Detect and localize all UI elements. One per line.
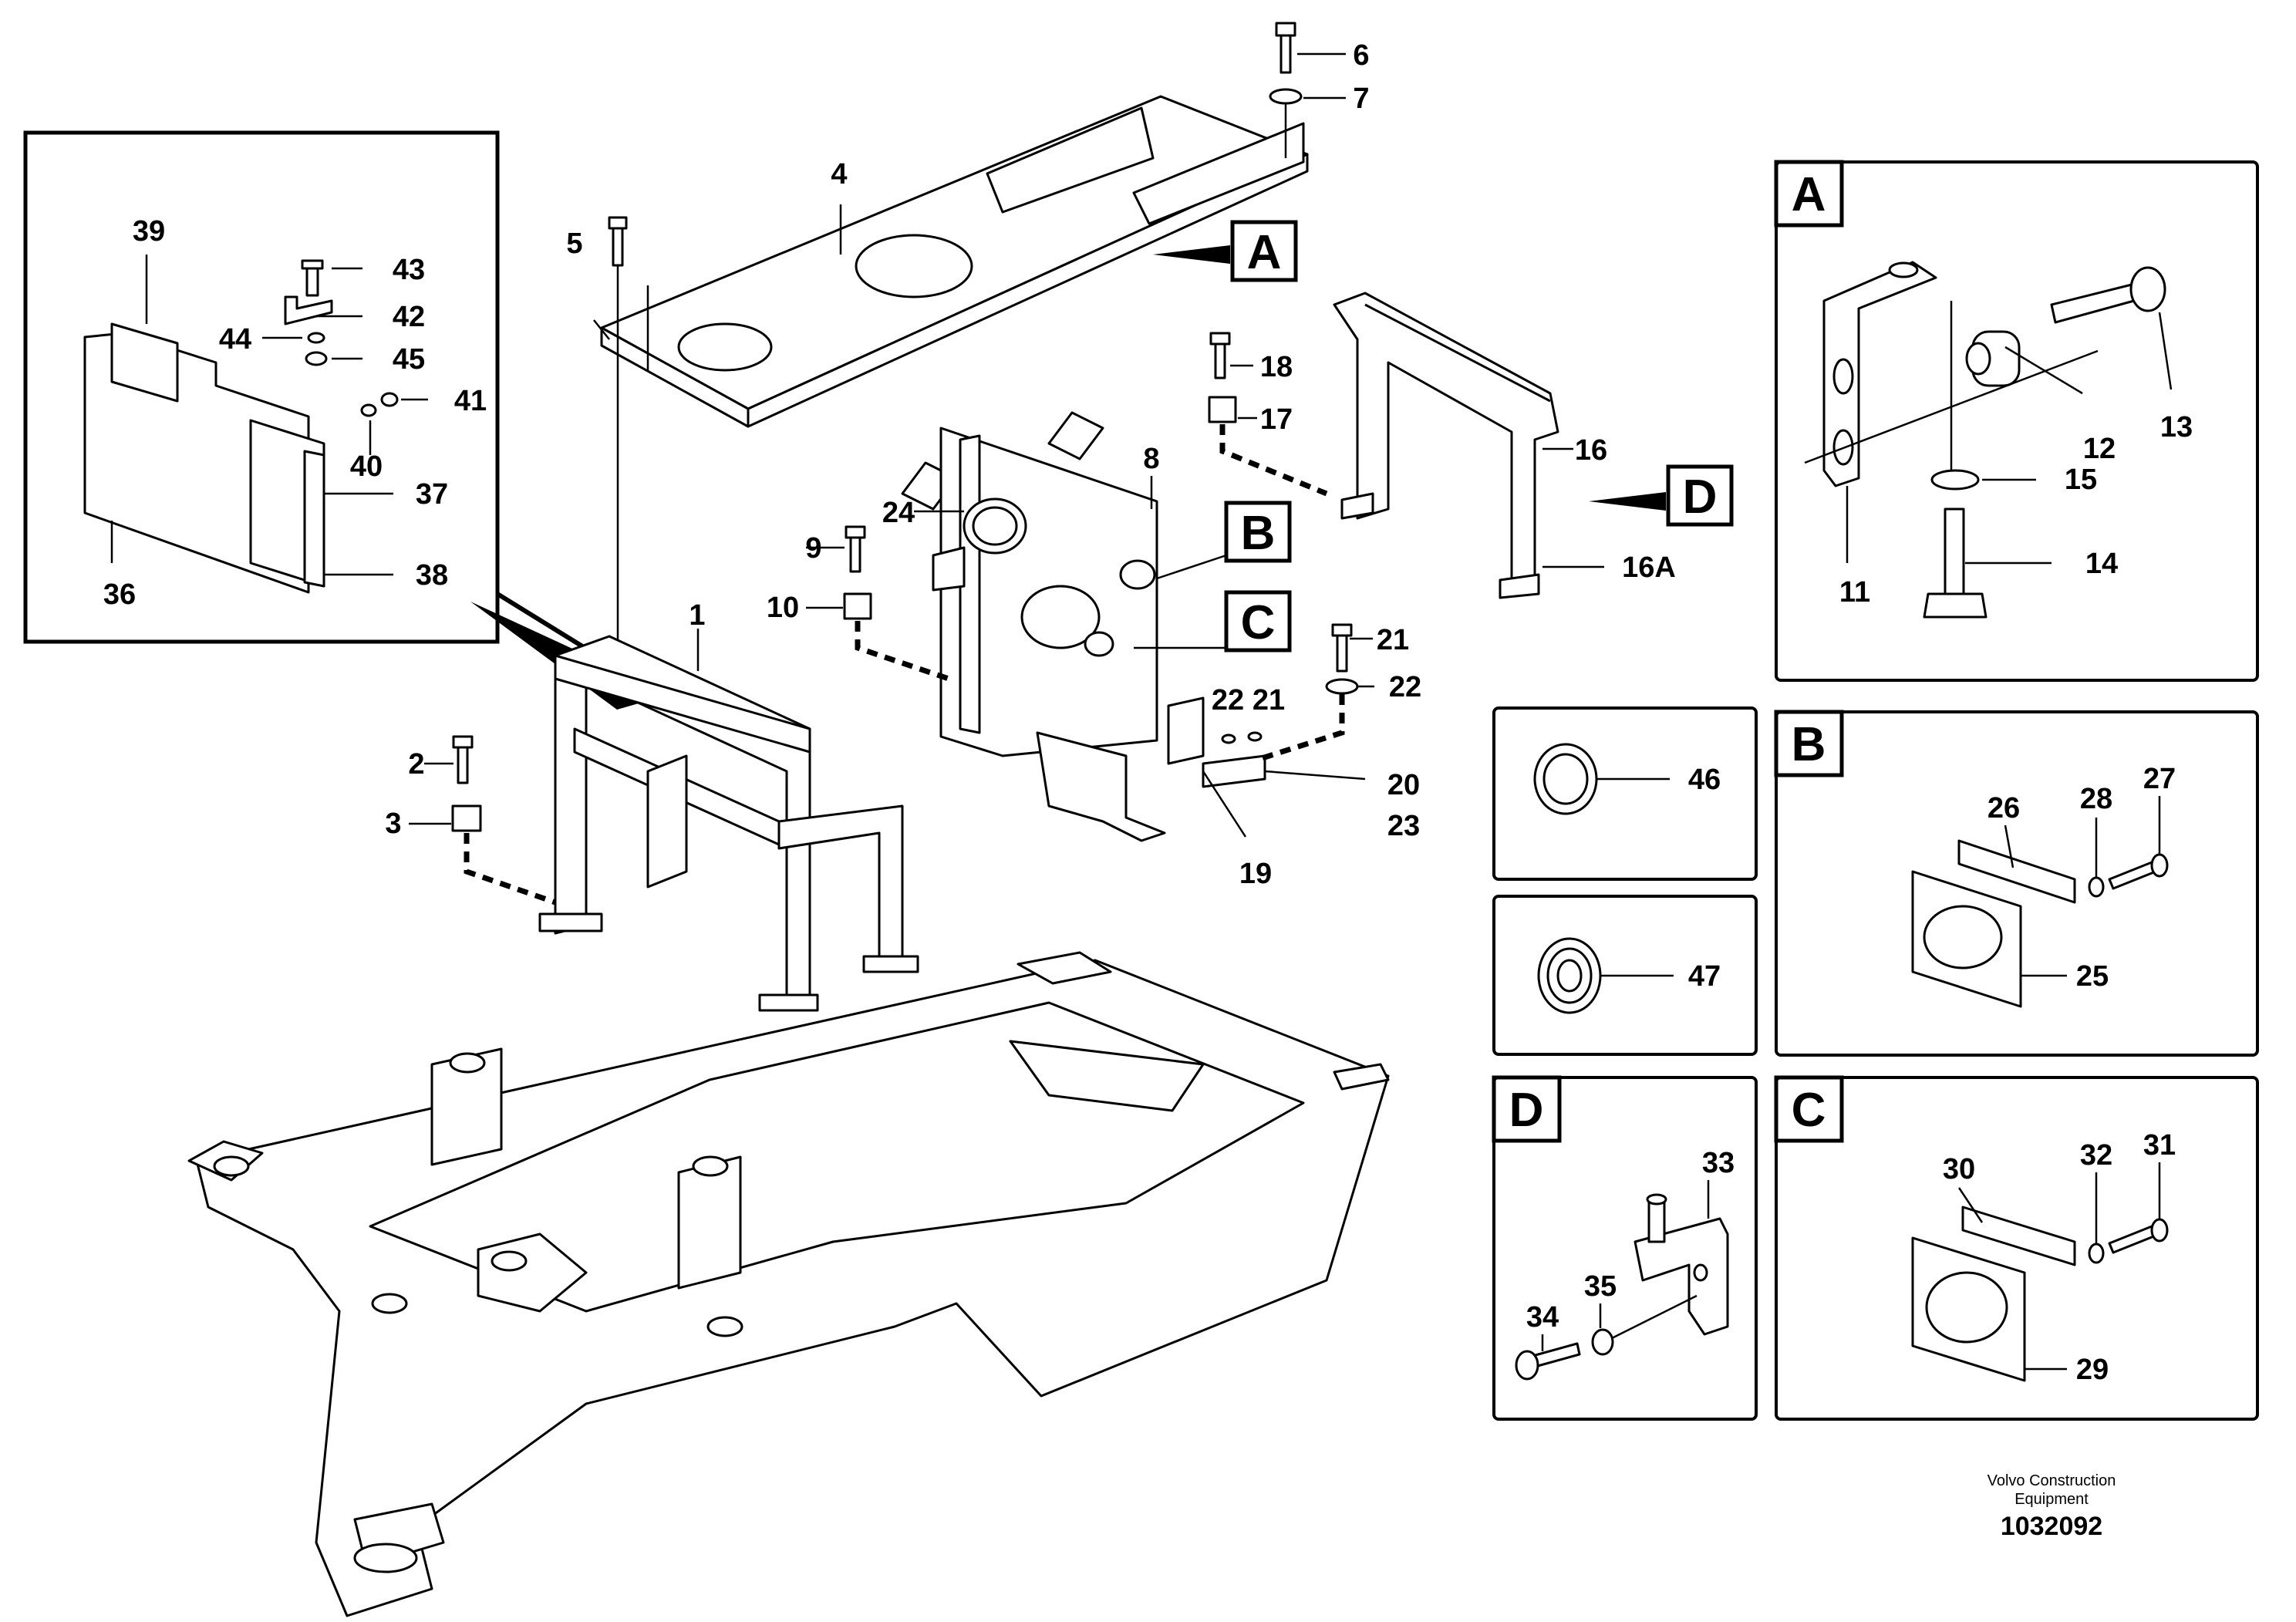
label-part-16a: 16A — [1622, 551, 1676, 584]
label-part-33: 33 — [1702, 1147, 1735, 1179]
label-part-35: 35 — [1584, 1270, 1617, 1303]
part-labels: 1 2 3 4 5 6 7 8 9 10 11 12 13 14 15 16 1… — [103, 39, 2193, 1386]
label-part-19: 19 — [1239, 858, 1272, 890]
bolt-9-spacer-10 — [843, 525, 950, 682]
detail-panel-47 — [1492, 895, 1758, 1056]
label-part-40: 40 — [350, 450, 383, 483]
callout-b-main: B — [1156, 501, 1292, 580]
label-part-18: 18 — [1260, 351, 1293, 383]
bolt-18-spacer-17 — [1208, 332, 1328, 497]
detail-panel-c: C — [1774, 1075, 2259, 1421]
bracket-19-20 — [1167, 623, 1359, 788]
callout-d-label: D — [1683, 470, 1718, 524]
label-part-6: 6 — [1353, 39, 1369, 72]
panel-36 — [83, 322, 325, 594]
detail-b-label: B — [1792, 718, 1826, 771]
panel-8 — [932, 427, 1166, 842]
bolt-6-washer-7 — [1269, 22, 1303, 158]
inset-detail-panel — [23, 130, 680, 710]
label-part-42: 42 — [393, 301, 425, 333]
label-part-17: 17 — [1260, 403, 1293, 436]
label-part-44: 44 — [219, 323, 251, 356]
leader-lines — [110, 52, 2173, 1371]
label-part-24: 24 — [882, 497, 915, 529]
label-part-34: 34 — [1526, 1301, 1559, 1334]
label-part-8: 8 — [1143, 443, 1159, 475]
detail-c-label: C — [1792, 1084, 1826, 1137]
callout-b-label: B — [1241, 507, 1276, 560]
label-part-15: 15 — [2065, 464, 2097, 496]
label-part-16: 16 — [1575, 434, 1607, 467]
detail-a-label: A — [1792, 168, 1826, 221]
label-part-37: 37 — [416, 478, 448, 511]
support-frame-1 — [538, 635, 919, 1012]
main-chassis — [187, 951, 1390, 1617]
brand-line-1: Volvo Construction — [1987, 1472, 2116, 1489]
label-part-4: 4 — [831, 158, 847, 191]
bolt-5 — [608, 216, 628, 663]
label-part-26: 26 — [1988, 792, 2020, 824]
document-number: 1032092 — [2000, 1512, 2103, 1541]
label-part-28: 28 — [2080, 783, 2112, 815]
label-part-43: 43 — [393, 254, 425, 286]
bolt-2-spacer-3 — [451, 735, 557, 905]
callout-c-main: C — [1134, 590, 1292, 653]
label-part-29: 29 — [2076, 1354, 2109, 1386]
detail-panel-d: D — [1492, 1075, 1758, 1421]
top-plate-4 — [600, 95, 1309, 511]
label-part-5: 5 — [566, 228, 582, 260]
label-part-46: 46 — [1688, 764, 1721, 796]
label-part-30: 30 — [1943, 1153, 1975, 1185]
frame-16 — [1333, 292, 1559, 599]
callout-c-label: C — [1241, 596, 1276, 649]
detail-panel-46 — [1492, 706, 1758, 881]
label-part-3: 3 — [385, 808, 401, 840]
label-part-23: 23 — [1387, 810, 1420, 842]
label-part-25: 25 — [2076, 960, 2109, 993]
label-part-22-left: 22 — [1212, 684, 1244, 717]
label-part-41: 41 — [454, 385, 487, 417]
label-part-13: 13 — [2160, 411, 2193, 443]
label-part-39: 39 — [133, 215, 165, 248]
callout-a-main: A — [1153, 220, 1298, 282]
detail-panel-a: A — [1774, 160, 2259, 682]
label-part-21-left: 21 — [1253, 684, 1285, 717]
callout-d-main: D — [1589, 464, 1734, 527]
label-part-9: 9 — [805, 532, 821, 565]
brand-caption: Volvo Construction Equipment — [1959, 1472, 2144, 1509]
bracket-42-bolt-43 — [284, 259, 399, 417]
label-part-45: 45 — [393, 343, 425, 376]
label-part-14: 14 — [2085, 548, 2118, 580]
label-part-20: 20 — [1387, 769, 1420, 801]
label-part-1: 1 — [689, 599, 705, 632]
label-part-22-right: 22 — [1389, 671, 1421, 703]
label-part-47: 47 — [1688, 960, 1721, 993]
detail-d-label: D — [1509, 1084, 1544, 1137]
label-part-36: 36 — [103, 578, 136, 611]
label-part-2: 2 — [408, 748, 424, 781]
label-part-21-right: 21 — [1377, 624, 1409, 656]
brand-line-2: Equipment — [2014, 1491, 2089, 1508]
label-part-27: 27 — [2143, 763, 2176, 795]
label-part-11: 11 — [1839, 576, 1870, 609]
callout-a-label: A — [1247, 226, 1282, 279]
label-part-7: 7 — [1353, 83, 1369, 115]
detail-panel-b: B — [1774, 710, 2259, 1057]
label-part-10: 10 — [767, 592, 799, 624]
label-part-32: 32 — [2080, 1139, 2112, 1172]
label-part-12: 12 — [2083, 433, 2116, 465]
label-part-31: 31 — [2143, 1129, 2176, 1162]
label-part-38: 38 — [416, 559, 448, 592]
